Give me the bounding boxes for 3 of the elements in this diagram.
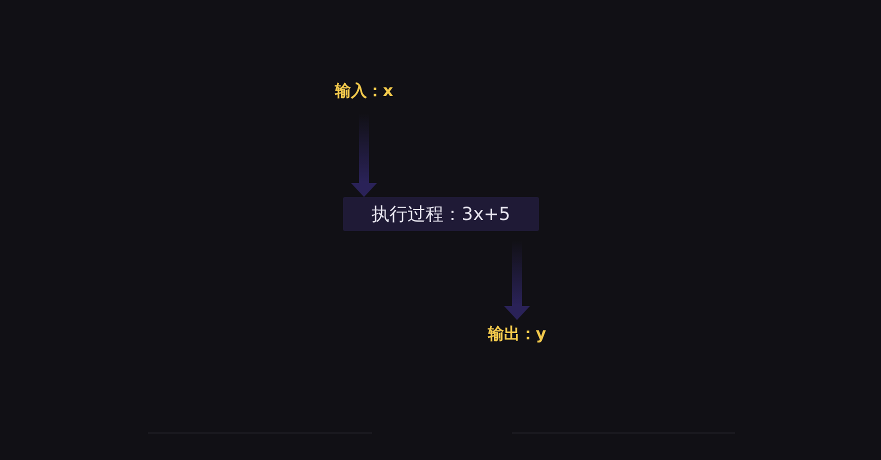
input-label: 输入：x — [322, 78, 406, 104]
output-label: 输出：y — [475, 320, 559, 348]
process-box: 执行过程：3x+5 — [343, 197, 539, 231]
